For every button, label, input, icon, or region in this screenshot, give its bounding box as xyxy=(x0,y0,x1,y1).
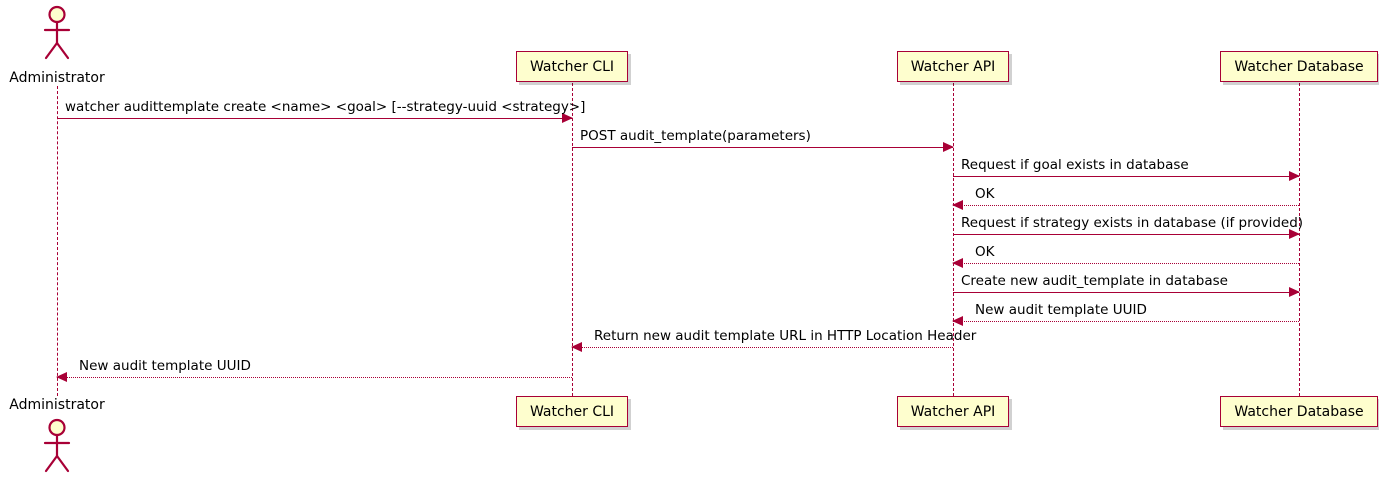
message-line xyxy=(57,377,572,378)
participant-label-administrator-top: Administrator xyxy=(9,70,105,86)
participant-box-watcher-api-bottom[interactable]: Watcher API xyxy=(896,396,1010,427)
message-label: Request if strategy exists in database (… xyxy=(961,215,1304,231)
lifeline-watcher-api xyxy=(953,83,954,396)
message-label: Create new audit_template in database xyxy=(961,273,1228,289)
arrowhead-icon xyxy=(1289,229,1300,239)
arrowhead-icon xyxy=(943,142,954,152)
participant-box-watcher-db-bottom[interactable]: Watcher Database xyxy=(1220,396,1378,427)
message-line xyxy=(953,321,1299,322)
message-label: New audit template UUID xyxy=(79,358,251,374)
message-line xyxy=(572,347,953,348)
message-label: watcher audittemplate create <name> <goa… xyxy=(65,99,586,115)
message-line xyxy=(953,176,1299,177)
arrowhead-icon xyxy=(56,372,67,382)
arrowhead-icon xyxy=(952,200,963,210)
message-label: New audit template UUID xyxy=(975,302,1147,318)
message-line xyxy=(953,263,1299,264)
message-label: Return new audit template URL in HTTP Lo… xyxy=(594,328,977,344)
lifeline-watcher-cli xyxy=(572,83,573,396)
message-line xyxy=(57,118,572,119)
message-label: Request if goal exists in database xyxy=(961,157,1189,173)
message-label: POST audit_template(parameters) xyxy=(580,128,811,144)
message-line xyxy=(572,147,953,148)
message-label: OK xyxy=(975,186,995,202)
message-line xyxy=(953,292,1299,293)
arrowhead-icon xyxy=(952,258,963,268)
arrowhead-icon xyxy=(1289,171,1300,181)
actor-figure-administrator xyxy=(39,418,75,480)
participant-box-watcher-cli-bottom[interactable]: Watcher CLI xyxy=(515,396,629,427)
message-line xyxy=(953,234,1299,235)
message-line xyxy=(953,205,1299,206)
participant-box-watcher-cli-top[interactable]: Watcher CLI xyxy=(515,51,629,82)
arrowhead-icon xyxy=(1289,287,1300,297)
message-label: OK xyxy=(975,244,995,260)
arrowhead-icon xyxy=(562,113,573,123)
lifeline-administrator xyxy=(57,86,58,396)
participant-label-administrator-bottom: Administrator xyxy=(9,397,105,413)
actor-figure-administrator xyxy=(39,5,75,67)
lifeline-watcher-db xyxy=(1299,83,1300,396)
arrowhead-icon xyxy=(571,342,582,352)
participant-box-watcher-api-top[interactable]: Watcher API xyxy=(896,51,1010,82)
participant-box-watcher-db-top[interactable]: Watcher Database xyxy=(1220,51,1378,82)
arrowhead-icon xyxy=(952,316,963,326)
